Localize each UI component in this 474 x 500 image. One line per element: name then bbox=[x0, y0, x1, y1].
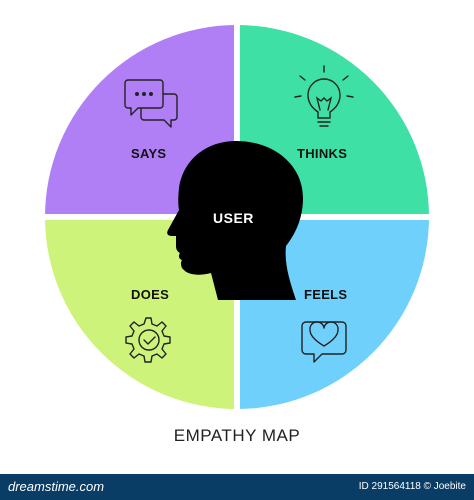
speech-bubbles-icon bbox=[124, 79, 178, 128]
user-label: USER bbox=[213, 210, 254, 226]
footer-logo: dreamstime.com bbox=[8, 479, 105, 494]
heart-chat-icon bbox=[301, 321, 347, 363]
thinks-label: THINKS bbox=[297, 146, 348, 161]
feels-label: FEELS bbox=[304, 287, 348, 302]
footer-bar: dreamstime.com ID 291564118 © Joebite bbox=[0, 474, 474, 500]
says-label: SAYS bbox=[131, 146, 167, 161]
light-bulb-icon bbox=[294, 65, 354, 127]
diagram-title: EMPATHY MAP bbox=[173, 426, 301, 445]
footer-id: ID 291564118 © Joebite bbox=[358, 481, 466, 492]
does-label: DOES bbox=[131, 287, 170, 302]
gear-check-icon bbox=[125, 317, 171, 363]
head-silhouette bbox=[167, 141, 303, 300]
empathy-map-diagram bbox=[45, 25, 429, 409]
